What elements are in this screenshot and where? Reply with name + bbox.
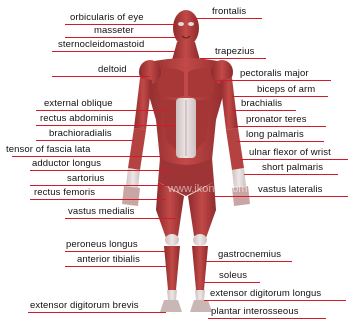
label-biceps-of-arm: biceps of arm	[257, 84, 315, 96]
line-extensor-digitorum-brevis	[28, 312, 166, 313]
label-masseter: masseter	[94, 25, 134, 37]
label-deltoid: deltoid	[98, 64, 127, 76]
label-rectus-femoris: rectus femoris	[34, 187, 95, 199]
line-short-palmaris	[244, 174, 338, 175]
watermark: www.ikonet.com	[167, 183, 247, 195]
line-frontalis	[192, 18, 262, 19]
line-pronator-teres	[236, 126, 326, 127]
line-sartorius	[30, 185, 166, 186]
line-trapezius	[200, 58, 266, 59]
line-long-palmaris	[236, 141, 324, 142]
label-brachialis: brachialis	[241, 98, 282, 110]
label-peroneus-longus: peroneus longus	[66, 239, 138, 251]
label-brachioradialis: brachioradialis	[49, 128, 112, 140]
line-gastrocnemius	[206, 261, 292, 262]
label-pectoralis-major: pectoralis major	[240, 68, 309, 80]
label-soleus: soleus	[219, 270, 247, 282]
label-trapezius: trapezius	[215, 46, 254, 58]
label-vastus-lateralis: vastus lateralis	[258, 184, 322, 196]
line-adductor-longus	[30, 170, 170, 171]
line-vastus-lateralis	[214, 196, 348, 197]
label-orbicularis-of-eye: orbicularis of eye	[70, 12, 144, 24]
line-biceps-of-arm	[232, 96, 328, 97]
label-extensor-digitorum-brevis: extensor digitorum brevis	[30, 300, 139, 312]
label-short-palmaris: short palmaris	[262, 162, 323, 174]
label-tensor-of-fascia-lata: tensor of fascia lata	[6, 144, 90, 156]
line-sternocleidomastoid	[52, 51, 177, 52]
line-masseter	[65, 37, 177, 38]
line-rectus-abdominis	[36, 125, 176, 126]
left-leg	[156, 182, 184, 312]
head	[173, 10, 199, 46]
label-sartorius: sartorius	[67, 173, 104, 185]
label-long-palmaris: long palmaris	[246, 129, 304, 141]
line-deltoid	[52, 76, 150, 77]
line-brachioradialis	[36, 140, 134, 141]
label-extensor-digitorum-longus: extensor digitorum longus	[210, 288, 321, 300]
label-anterior-tibialis: anterior tibialis	[77, 254, 140, 266]
line-vastus-medialis	[65, 218, 177, 219]
label-sternocleidomastoid: sternocleidomastoid	[58, 39, 144, 51]
line-ulnar-flexor	[240, 159, 348, 160]
label-gastrocnemius: gastrocnemius	[218, 249, 281, 261]
label-rectus-abdominis: rectus abdominis	[40, 113, 113, 125]
label-ulnar-flexor-of-wrist: ulnar flexor of wrist	[249, 147, 331, 159]
line-plantar-interosseous	[208, 318, 326, 319]
line-rectus-femoris	[30, 199, 166, 200]
label-adductor-longus: adductor longus	[32, 158, 101, 170]
line-peroneus-longus	[65, 251, 165, 252]
line-tensor-fascia-lata	[12, 156, 160, 157]
label-external-oblique: external oblique	[44, 98, 113, 110]
line-brachialis	[232, 110, 296, 111]
line-extensor-digitorum-longus	[204, 300, 346, 301]
label-vastus-medialis: vastus medialis	[68, 206, 134, 218]
line-external-oblique	[36, 110, 166, 111]
line-anterior-tibialis	[65, 266, 167, 267]
line-pectoralis-major	[214, 80, 331, 81]
label-pronator-teres: pronator teres	[246, 114, 307, 126]
label-plantar-interosseous: plantar interosseous	[211, 306, 299, 318]
line-soleus	[204, 282, 260, 283]
label-frontalis: frontalis	[212, 6, 246, 18]
